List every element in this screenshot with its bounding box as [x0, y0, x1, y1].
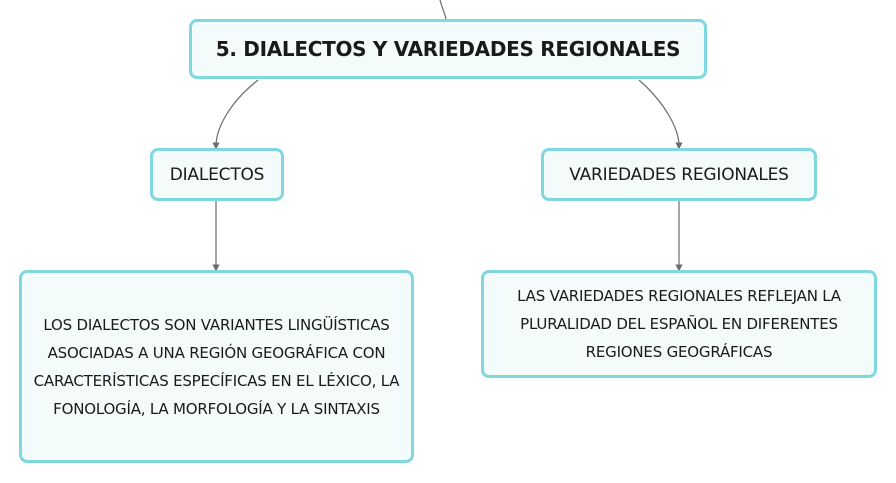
- connector-root-to-variedades: [638, 79, 683, 150]
- connector-root-to-dialectos: [212, 79, 259, 150]
- variedades-description-text: LAS VARIEDADES REGIONALES REFLEJAN LA PL…: [517, 287, 841, 361]
- subtopic-dialectos-node[interactable]: DIALECTOS: [150, 148, 284, 201]
- subtopic-variedades-label: VARIEDADES REGIONALES: [569, 164, 789, 185]
- variedades-description-node[interactable]: LAS VARIEDADES REGIONALES REFLEJAN LA PL…: [481, 270, 877, 378]
- root-topic-label: 5. DIALECTOS Y VARIEDADES REGIONALES: [215, 37, 681, 61]
- connector-parent-to-root: [439, 0, 447, 20]
- root-topic-node[interactable]: 5. DIALECTOS Y VARIEDADES REGIONALES: [189, 19, 707, 79]
- subtopic-dialectos-label: DIALECTOS: [169, 164, 265, 185]
- subtopic-variedades-node[interactable]: VARIEDADES REGIONALES: [541, 148, 817, 201]
- dialectos-description-node[interactable]: LOS DIALECTOS SON VARIANTES LINGÜÍSTICAS…: [19, 270, 414, 463]
- dialectos-description-text: LOS DIALECTOS SON VARIANTES LINGÜÍSTICAS…: [33, 315, 400, 418]
